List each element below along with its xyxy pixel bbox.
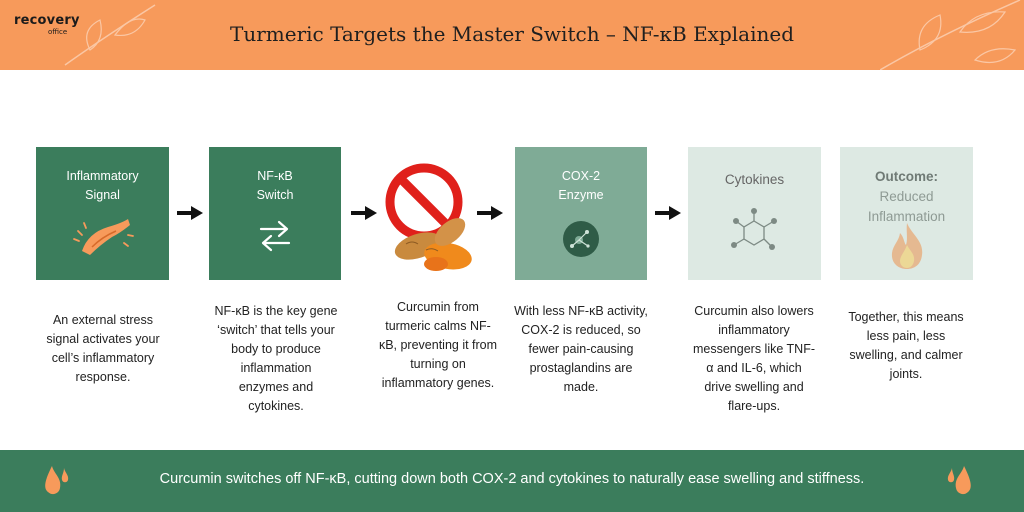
description-line: made. [563,380,599,394]
step-label-line: Signal [85,188,120,202]
description-line: messengers like TNF- [692,342,816,356]
footer-summary: Curcumin switches off NF-κB, cutting dow… [159,471,865,487]
step-label-line: Switch [256,188,294,202]
description-line: inflammatory genes. [381,376,495,390]
step-box-outcome: Outcome: Reduced Inflammation [840,147,973,280]
step-description-cox2: With less NF-κB activity, COX-2 is reduc… [498,302,664,397]
enzyme-molecule-icon [563,221,599,257]
turmeric-prohibited-icon [385,163,472,271]
footer-banner: Curcumin switches off NF-κB, cutting dow… [0,450,1024,512]
description-line: less pain, less [866,329,946,343]
arrow-right-icon [351,206,377,220]
description-line: Curcumin also lowers [694,304,814,318]
description-line: NF-κB is the key gene [214,304,338,318]
step-label-line: Inflammation [867,209,946,224]
flame-icon [891,223,923,269]
leaf-decoration-icon [880,0,1021,70]
page-title: Turmeric Targets the Master Switch – NF-… [230,22,794,46]
description-line: inflammatory [718,323,790,337]
description-line: turning on [410,357,466,371]
step-label-line: NF-κB [257,169,293,183]
description-line: prostaglandins are [529,361,633,375]
description-line: joints. [889,367,923,381]
description-line: body to produce [231,342,321,356]
step-label-line: COX-2 [561,169,601,183]
step-box-inflammatory-signal: Inflammatory Signal [36,147,169,280]
arrow-right-icon [655,206,681,220]
step-label-line: Outcome: [874,169,938,184]
molecule-structure-icon [731,208,777,250]
step-description-curcumin: Curcumin from turmeric calms NF- κB, pre… [358,298,518,393]
step-label-line: Reduced [879,189,934,204]
step-box-cox2-enzyme: COX-2 Enzyme [515,147,647,280]
step-description-nfkb-switch: NF-κB is the key gene ‘switch’ that tell… [196,302,356,416]
step-description-outcome: Together, this means less pain, less swe… [826,308,986,384]
description-line: An external stress [52,313,154,327]
description-line: Together, this means [848,310,964,324]
description-line: cytokines. [248,399,304,413]
description-line: swelling, and calmer [849,348,963,362]
inflamed-muscle-icon [73,219,134,255]
description-line: signal activates your [46,332,160,346]
arrow-right-icon [477,206,503,220]
turmeric-drop-icon [45,466,69,495]
description-line: fewer pain-causing [528,342,634,356]
description-line: flare-ups. [727,399,781,413]
description-line: With less NF-κB activity, [514,304,648,318]
description-line: ‘switch’ that tells your [217,323,335,337]
step-box-nfkb-switch: NF-κB Switch [209,147,341,280]
step-label-line: Enzyme [558,188,604,202]
arrow-right-icon [177,206,203,220]
description-line: drive swelling and [704,380,804,394]
step-description-cytokines: Curcumin also lowers inflammatory messen… [674,302,834,416]
description-line: α and IL-6, which [706,361,802,375]
leaf-decoration-icon [64,4,156,66]
description-line: COX-2 is reduced, so [521,323,641,337]
turmeric-drop-icon [947,466,971,495]
brand-logo: recovery [14,13,80,28]
switch-arrows-icon [259,220,291,252]
step-description-inflammatory-signal: An external stress signal activates your… [22,311,184,387]
description-line: cell’s inflammatory [51,351,155,365]
description-line: κB, preventing it from [378,338,498,352]
step-label-line: Cytokines [724,172,785,187]
description-line: inflammation [240,361,312,375]
step-label-line: Inflammatory [66,169,139,183]
brand-logo-sub: office [48,28,68,36]
step-box-cytokines: Cytokines [688,147,821,280]
description-line: response. [75,370,131,384]
description-line: enzymes and [238,380,314,394]
description-line: turmeric calms NF- [385,319,491,333]
description-line: Curcumin from [397,300,479,314]
header-banner: recovery office Turmeric Targets the Mas… [0,0,1024,70]
